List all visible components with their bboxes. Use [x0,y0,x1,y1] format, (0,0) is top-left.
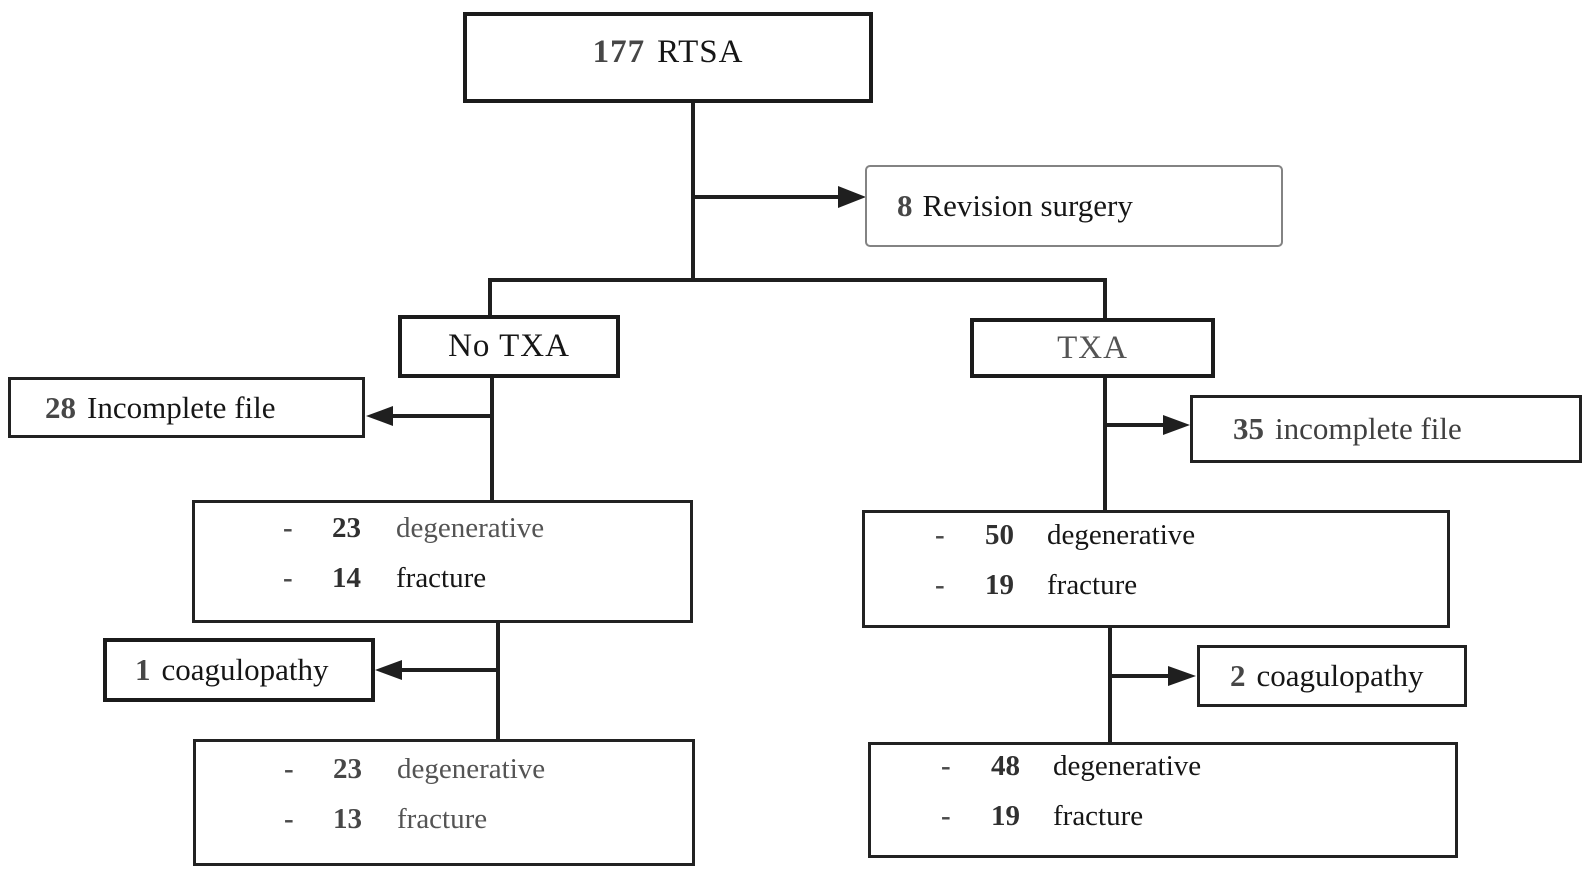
revision-label: Revision surgery [922,188,1133,223]
coagulopathy-no-txa-count: 1 [135,652,151,687]
bullet-dash: - [283,511,293,544]
bullet-dash: - [941,750,951,782]
no-txa-degenerative-label: degenerative [396,511,545,544]
no-txa-fracture-count: 14 [332,561,361,594]
no-txa-label: No TXA [448,328,570,364]
list-item: - 23 degenerative [283,512,690,562]
list-item: - 14 fracture [283,562,690,612]
no-txa-final-degenerative-label: degenerative [397,752,546,785]
txa-final-degenerative-label: degenerative [1053,750,1202,782]
arrowhead-coagulopathy-right-icon [1168,666,1196,686]
revision-count: 8 [897,188,913,223]
arrowhead-revision-icon [838,186,866,208]
bullet-dash: - [284,802,294,835]
txa-final-fracture-label: fracture [1053,800,1144,832]
coagulopathy-txa-label: coagulopathy [1256,658,1424,693]
list-item: - 50 degenerative [935,519,1447,569]
bullet-dash: - [935,569,945,601]
bullet-dash: - [284,752,294,785]
incomplete-txa-count: 35 [1233,411,1264,446]
box-incomplete-no-txa: 28 Incomplete file [8,377,365,438]
bullet-dash: - [283,561,293,594]
txa-degenerative-count: 50 [985,519,1014,551]
txa-final-degenerative-count: 48 [991,750,1020,782]
bullet-dash: - [941,800,951,832]
list-item: - 13 fracture [284,803,692,853]
box-no-txa-cohort: - 23 degenerative - 14 fracture [192,500,693,623]
incomplete-no-txa-count: 28 [45,389,76,425]
total-rtsa-label: RTSA [657,34,744,70]
txa-fracture-label: fracture [1047,569,1138,601]
txa-final-fracture-count: 19 [991,800,1020,832]
txa-degenerative-label: degenerative [1047,519,1196,551]
no-txa-final-fracture-label: fracture [397,802,488,835]
txa-label: TXA [1057,329,1128,366]
box-txa-final: - 48 degenerative - 19 fracture [868,742,1458,858]
box-no-txa-final: - 23 degenerative - 13 fracture [193,739,695,866]
bullet-dash: - [935,519,945,551]
list-item: - 48 degenerative [941,750,1455,800]
no-txa-fracture-label: fracture [396,561,487,594]
box-txa-cohort: - 50 degenerative - 19 fracture [862,510,1450,628]
txa-fracture-count: 19 [985,569,1014,601]
box-total-rtsa: 177 RTSA [463,12,873,103]
list-item: - 19 fracture [941,800,1455,850]
box-coagulopathy-no-txa: 1 coagulopathy [103,638,375,702]
no-txa-final-fracture-count: 13 [333,802,362,835]
incomplete-no-txa-label: Incomplete file [87,389,276,425]
box-txa: TXA [970,318,1215,378]
box-no-txa: No TXA [398,315,620,378]
box-coagulopathy-txa: 2 coagulopathy [1197,645,1467,707]
arrowhead-coagulopathy-left-icon [375,660,402,680]
coagulopathy-no-txa-label: coagulopathy [161,652,329,687]
total-rtsa-count: 177 [592,34,646,70]
list-item: - 23 degenerative [284,753,692,803]
coagulopathy-txa-count: 2 [1230,658,1246,693]
box-incomplete-txa: 35 incomplete file [1190,395,1582,463]
incomplete-txa-label: incomplete file [1275,411,1462,446]
list-item: - 19 fracture [935,569,1447,619]
arrowhead-incomplete-right-icon [1163,415,1190,435]
box-revision-surgery: 8 Revision surgery [865,165,1283,247]
no-txa-degenerative-count: 23 [332,511,361,544]
arrowhead-incomplete-left-icon [366,406,393,426]
no-txa-final-degenerative-count: 23 [333,752,362,785]
